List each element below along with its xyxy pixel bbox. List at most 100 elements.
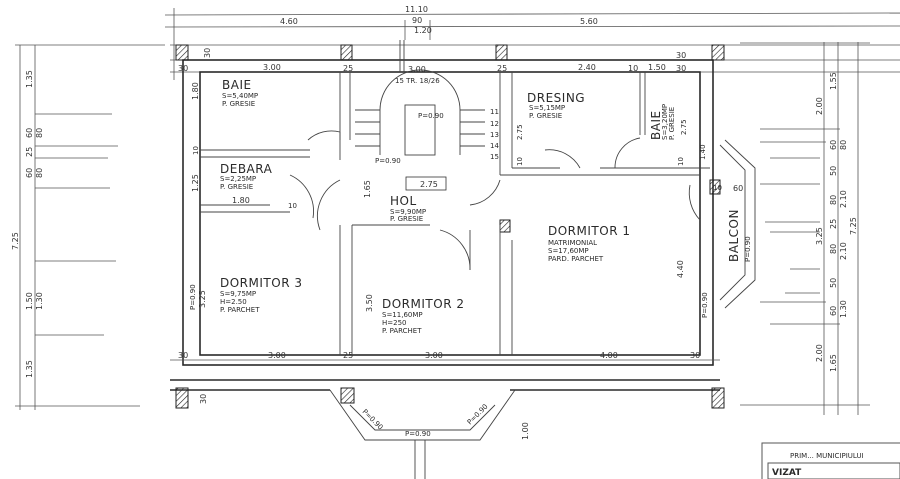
dim-bottom: 3.00 (425, 351, 443, 360)
dim-right-b: 50 (829, 278, 838, 288)
dim-mid-width-2: 1.20 (414, 26, 432, 35)
room-floor: P. GRESIE (390, 215, 423, 223)
dim-baie-2: 2.75 (680, 119, 688, 135)
dim-right-width: 5.60 (580, 17, 598, 26)
dim-right-b: 80 (829, 244, 838, 254)
dim-wall: 30 (199, 394, 208, 404)
dim-right-b: 1.65 (829, 354, 838, 372)
dim-wall: 10 (516, 157, 524, 166)
balcony-parapet: P=0.90 (744, 236, 752, 262)
stamp-vizat: VIZAT (772, 468, 802, 478)
dim-debara-height: 1.25 (191, 174, 200, 192)
dim-top-row: 10 (628, 64, 638, 73)
stair-step: 15 (490, 153, 499, 161)
dim-bay-parapet: P=0.90 (405, 430, 431, 438)
dim-right-b: 1.55 (829, 72, 838, 90)
room-area: S=5,40MP (222, 92, 258, 100)
dim-top-row: 3.00 (263, 63, 281, 72)
dim-top-row: 2.40 (578, 63, 596, 72)
room-name: DORMITOR 2 (382, 297, 464, 311)
stair-step: 11 (490, 108, 499, 116)
dim-left-overall: 7.25 (11, 232, 20, 250)
room-area: S=2,25MP (220, 175, 256, 183)
room-height: H=2.50 (220, 298, 247, 306)
room-baie-2: BAIE S=3,20MP P. GRESIE (649, 104, 676, 140)
stairs-width: 3.00 (408, 65, 426, 74)
dim-wall: 10 (713, 184, 722, 192)
dim-bottom: 3.00 (268, 351, 286, 360)
dim-overall-width: 11.10 (405, 5, 428, 14)
room-name: BAIE (222, 78, 252, 92)
dim-right-b: 2.10 (839, 242, 848, 260)
room-floor: P. GRESIE (222, 100, 255, 108)
stairs-label: 15 TR. 18/26 (395, 77, 440, 85)
room-name: DRESING (527, 91, 585, 105)
dim-bottom: 25 (343, 351, 353, 360)
room-height: H=250 (382, 319, 407, 327)
dim-right-a: 3.25 (815, 227, 824, 245)
dim-dormitor-2: 3.50 (365, 294, 374, 312)
room-floor: PARD. PARCHET (548, 255, 604, 263)
dim-right-b: 2.10 (839, 190, 848, 208)
room-dresing: DRESING S=5,15MP P. GRESIE (527, 91, 585, 120)
exterior-walls (170, 59, 720, 391)
dim-wall: 10 (288, 202, 297, 210)
right-dimension-lines (740, 42, 870, 415)
dim-right-b: 50 (829, 166, 838, 176)
room-dormitor-1: DORMITOR 1 MATRIMONIAL S=17,60MP PARD. P… (548, 224, 630, 263)
stairs-parapet-2: P=0.90 (375, 157, 401, 165)
stairs-parapet: P=0.90 (418, 112, 444, 120)
left-dimension-lines (15, 44, 165, 410)
room-debara: DEBARA S=2,25MP P. GRESIE (220, 162, 273, 191)
room-area: S=9,75MP (220, 290, 256, 298)
dim-bottom: 30 (690, 351, 700, 360)
dim-top-row: 30 (676, 64, 686, 73)
dim-window-height: 3.25 (198, 290, 207, 308)
room-area: S=11,60MP (382, 311, 423, 319)
interior-walls (200, 72, 710, 355)
approval-stamp: PRIM... MUNICIPIULUI VIZAT (761, 442, 900, 479)
dim-mid-width: 90 (412, 16, 422, 25)
dim-right-b: 80 (839, 140, 848, 150)
room-name: BALCON (727, 209, 741, 262)
room-area: S=17,60MP (548, 247, 589, 255)
dim-wall-right: 30 (676, 51, 686, 60)
room-area: S=9,90MP (390, 208, 426, 216)
dim-top-row: 25 (343, 64, 353, 73)
staircase (355, 40, 485, 156)
dim-wall: 10 (677, 157, 685, 166)
room-floor: P. PARCHET (382, 327, 422, 335)
dim-debara-width: 1.80 (232, 196, 250, 205)
dim-left-seg: 1.35 (25, 360, 34, 378)
dim-right-b: 60 (829, 306, 838, 316)
dim-top-row: 1.50 (648, 63, 666, 72)
room-subtitle: MATRIMONIAL (548, 239, 597, 247)
dim-window-parapet: P=0.90 (189, 284, 197, 310)
stair-step: 12 (490, 120, 499, 128)
room-baie: BAIE S=5,40MP P. GRESIE (222, 78, 258, 108)
room-name: DEBARA (220, 162, 273, 176)
dim-left-seg: 60 (25, 168, 34, 178)
room-floor: P. PARCHET (220, 306, 260, 314)
dim-bottom: 4.00 (600, 351, 618, 360)
doors (289, 130, 701, 271)
dim-left-seg: 1.50 (25, 292, 34, 310)
room-area: S=3,20MP (661, 104, 669, 140)
bay-window (329, 389, 516, 479)
room-floor: P. GRESIE (668, 107, 676, 140)
room-name: DORMITOR 1 (548, 224, 630, 238)
dim-right-b: 25 (829, 219, 838, 229)
dim-left-seg: 60 (25, 128, 34, 138)
balcony (719, 139, 756, 309)
room-name: BAIE (649, 110, 663, 140)
dim-dresing: 2.75 (516, 124, 524, 140)
dim-left-seg: 80 (35, 168, 44, 178)
stamp-text: PRIM... MUNICIPIULUI (790, 452, 864, 460)
dim-bay-depth: 1.00 (521, 422, 530, 440)
level-marker (405, 176, 447, 191)
room-balcon: BALCON P=0.90 (727, 209, 752, 262)
dim-right-a: 2.00 (815, 344, 824, 362)
dim-left-seg: 1.35 (25, 70, 34, 88)
room-dormitor-2: DORMITOR 2 S=11,60MP H=250 P. PARCHET (382, 297, 464, 335)
